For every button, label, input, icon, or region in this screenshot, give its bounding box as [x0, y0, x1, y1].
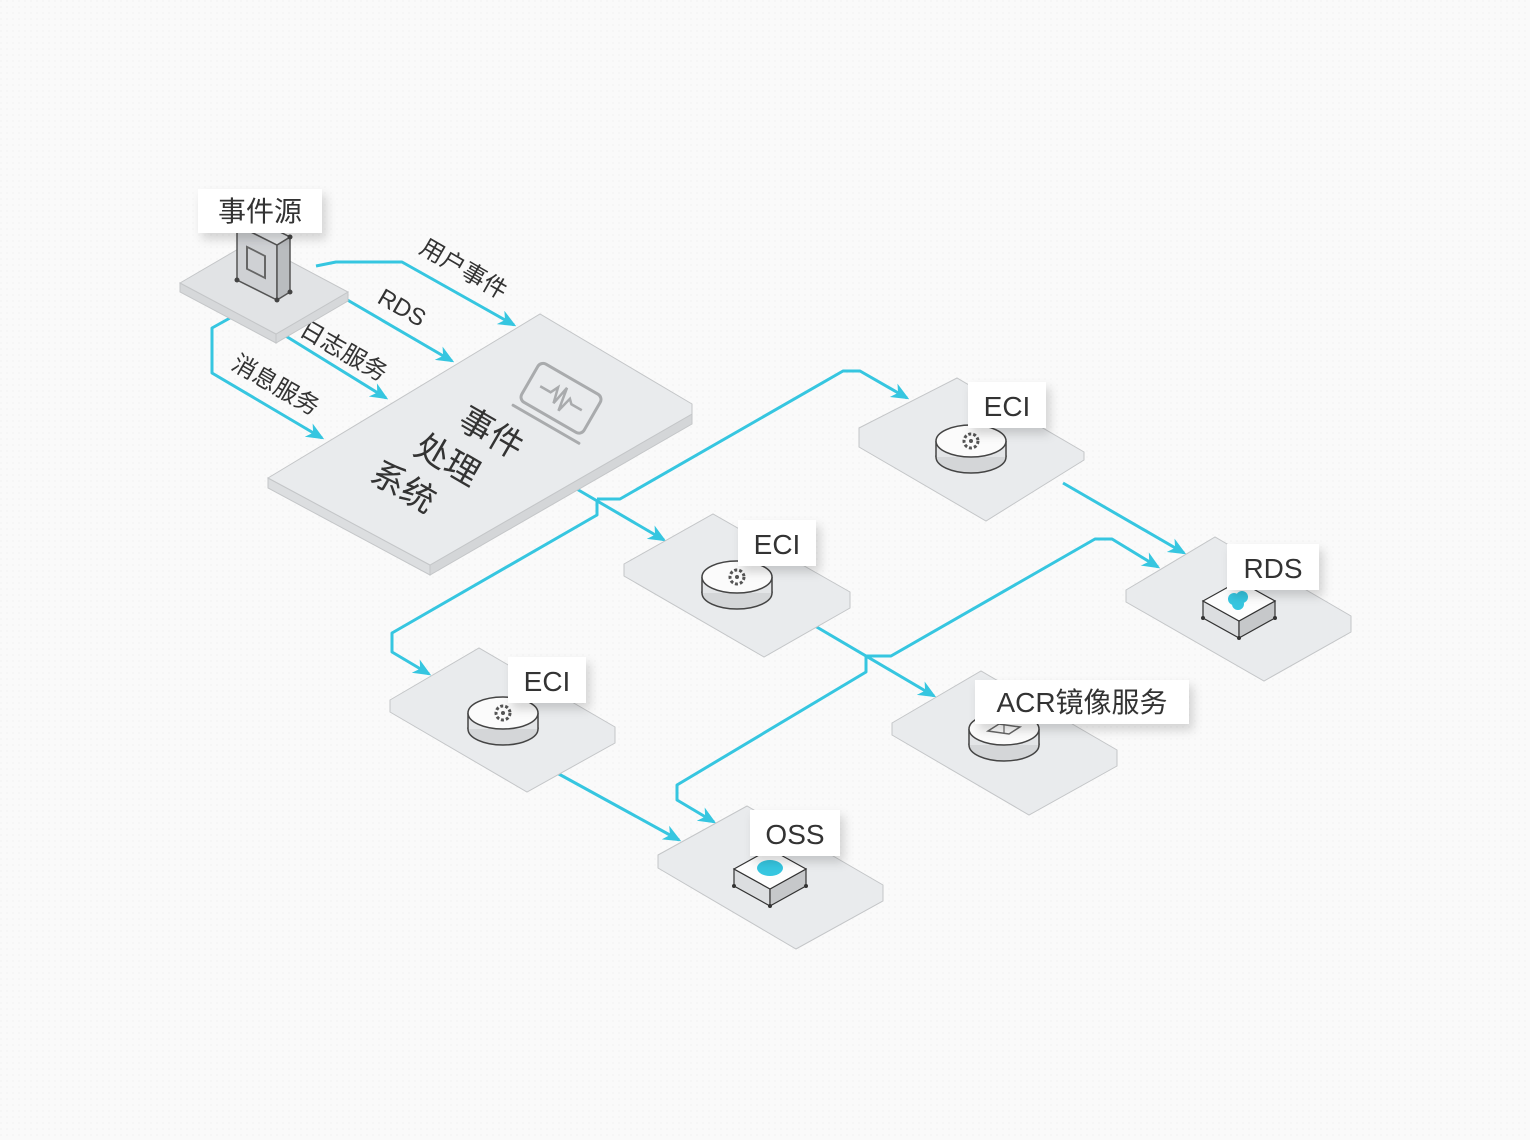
eci-left-label-box: [508, 657, 586, 703]
processor-plate-top: [266, 313, 693, 566]
oss-label: OSS: [765, 819, 824, 850]
oss-label-box: [750, 810, 840, 856]
eci-left-label: ECI: [524, 666, 571, 697]
event-source-node[interactable]: 事件源: [178, 189, 350, 344]
source-label-box: [198, 189, 322, 233]
gear-icon: [467, 696, 539, 746]
flow-user-event: [315, 260, 517, 327]
eci-top-label: ECI: [984, 391, 1031, 422]
flow-to-eci-left: [390, 499, 599, 676]
container-image-icon: [968, 712, 1040, 762]
server-cabinet-icon: [234, 216, 293, 303]
source-label: 事件源: [218, 196, 302, 227]
eci-left-node[interactable]: ECI: [389, 647, 616, 793]
flow-eci-mid-to-oss: [675, 656, 868, 824]
eci-top-label-box: [968, 382, 1046, 428]
flow-eci-mid-to-rds: [866, 537, 1161, 658]
rds-label: RDS: [1243, 553, 1302, 584]
cloud-storage-icon: [732, 848, 808, 908]
oss-node[interactable]: OSS: [657, 805, 884, 950]
waveform-monitor-icon: [511, 361, 603, 445]
flow-rds-event: [343, 296, 455, 363]
eci-mid-node[interactable]: ECI: [623, 513, 851, 658]
acr-label-box: [975, 680, 1189, 724]
cloud-database-icon: [1201, 580, 1277, 640]
gear-icon: [935, 424, 1007, 474]
acr-label: ACR镜像服务: [996, 687, 1167, 718]
flow-lines: [210, 260, 1187, 842]
flow-to-eci-mid: [574, 486, 667, 542]
rds-label-box: [1227, 544, 1319, 590]
flow-message-service: [210, 316, 325, 440]
flow-eci-left-to-oss: [556, 771, 682, 842]
gear-icon: [701, 560, 773, 610]
eci-top-node[interactable]: ECI: [858, 377, 1085, 522]
eci-mid-label-box: [738, 520, 816, 566]
acr-node[interactable]: ACR镜像服务: [891, 670, 1189, 816]
event-processor-node[interactable]: 事件 处理 系统: [266, 313, 693, 576]
rds-node[interactable]: RDS: [1125, 536, 1352, 682]
flow-eci-top-to-rds: [1062, 481, 1187, 555]
flow-log-service: [275, 328, 389, 400]
flow-to-eci-top: [597, 369, 910, 501]
eci-mid-label: ECI: [754, 529, 801, 560]
flow-eci-mid-to-acr: [814, 624, 937, 698]
